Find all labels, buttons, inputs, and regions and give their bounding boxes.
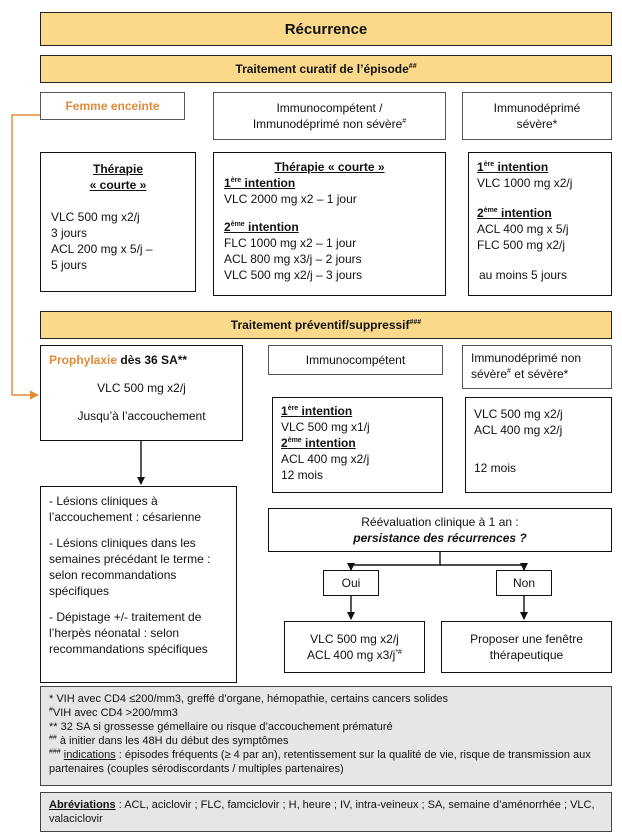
no-result-line2: thérapeutique [489, 648, 564, 662]
dep-second-intention-heading: 2ème intention [477, 206, 552, 220]
preventive-immunodepressed-box: Immunodéprimé non sévère# et sévère* [462, 345, 612, 389]
reevaluation-line1: Réévaluation clinique à 1 an : [361, 515, 519, 529]
pregnant-therapy-line1: VLC 500 mg x2/j [51, 210, 140, 224]
preventive-band: Traitement préventif/suppressif### [40, 311, 612, 339]
prev-second-intention-line1: ACL 400 mg x2/j [281, 452, 370, 466]
dep-first-intention-line1: VLC 1000 mg x2/j [477, 176, 573, 190]
curative-band: Traitement curatif de l’épisode## [40, 55, 612, 83]
pregnant-therapy-box: Thérapie « courte » VLC 500 mg x2/j 3 jo… [40, 152, 196, 292]
prev-dep-line1: VLC 500 mg x2/j [474, 407, 563, 421]
no-result-box: Proposer une fenêtre thérapeutique [441, 621, 612, 673]
prophylaxis-box: Prophylaxie dès 36 SA** VLC 500 mg x2/j … [40, 345, 243, 441]
dep-second-intention-line2: FLC 500 mg x2/j [477, 238, 566, 252]
abbreviations-text: : ACL, aciclovir ; FLC, famciclovir ; H,… [49, 799, 595, 825]
second-intention-line3: VLC 500 mg x2/j – 3 jours [224, 268, 363, 282]
abbreviations-box: Abréviations : ACL, aciclovir ; FLC, fam… [40, 792, 612, 832]
dep-second-intention-line3: au moins 5 jours [479, 268, 568, 282]
immunocompetent-therapy-box: Thérapie « courte » 1ère intention VLC 2… [213, 152, 446, 296]
immunodepressed-line1: Immunodéprimé [493, 101, 581, 115]
immunodepressed-therapy-box: 1ère intention VLC 1000 mg x2/j 2ème int… [468, 152, 612, 296]
no-label: Non [512, 576, 535, 590]
footnote-3: ** 32 SA si grossesse gémellaire ou risq… [49, 721, 393, 733]
pregnant-therapy-line4: 5 jours [51, 258, 88, 272]
footnote-5: ### indications : épisodes fréquents (≥ … [49, 748, 591, 775]
prophylaxis-line2: Jusqu’à l’accouchement [77, 409, 206, 423]
preventive-comp-therapy-box: 1ère intention VLC 500 mg x1/j 2ème inte… [272, 397, 443, 493]
abbreviations-label: Abréviations [49, 799, 116, 811]
prev-second-intention-heading: 2ème intention [281, 436, 356, 450]
second-intention-line1: FLC 1000 mg x2 – 1 jour [224, 236, 357, 250]
pregnant-therapy-title1: Thérapie [92, 162, 143, 176]
reevaluation-question: persistance des récurrences ? [353, 531, 527, 545]
delivery-note-3: - Dépistage +/- traitement de l’herpès n… [49, 610, 208, 656]
yes-result-line1: VLC 500 mg x2/j [310, 632, 399, 646]
immunocompetent-line1: Immunocompétent / [276, 101, 383, 115]
no-box: Non [496, 570, 552, 596]
title-band: Récurrence [40, 12, 612, 46]
preventive-band-label: Traitement préventif/suppressif### [230, 318, 422, 332]
dep-first-intention-heading: 1ère intention [477, 160, 549, 174]
yes-label: Oui [341, 576, 361, 590]
footnotes-box: * VIH avec CD4 ≤200/mm3, greffé d’organe… [40, 686, 612, 786]
pregnant-therapy-line2: 3 jours [51, 226, 88, 240]
pregnancy-connector [11, 114, 40, 400]
footnote-1: * VIH avec CD4 ≤200/mm3, greffé d’organe… [49, 693, 448, 705]
delivery-notes-box: - Lésions cliniques à l’accouchement : c… [40, 486, 237, 683]
footnote-2: #VIH avec CD4 >200/mm3 [49, 706, 178, 719]
prophylaxis-line1: VLC 500 mg x2/j [97, 381, 186, 395]
first-intention-line1: VLC 2000 mg x2 – 1 jour [224, 192, 357, 206]
curative-band-label: Traitement curatif de l’épisode## [235, 62, 417, 76]
preventive-immunodepressed-line1: Immunodéprimé non [471, 351, 582, 365]
prev-dep-line3: 12 mois [474, 461, 517, 475]
first-intention-heading: 1ère intention [224, 176, 296, 190]
prev-dep-line2: ACL 400 mg x2/j [474, 423, 563, 437]
preventive-immunodepressed-line2: sévère# et sévère* [471, 367, 569, 381]
second-intention-heading: 2ème intention [224, 220, 299, 234]
footnote-4: ## à initier dans les 48H du début des s… [49, 734, 289, 747]
second-intention-line2: ACL 800 mg x3/j – 2 jours [224, 252, 362, 266]
immunodepressed-box: Immunodéprimé sévère* [462, 92, 612, 140]
immunocompetent-therapy-title: Thérapie « courte » [274, 160, 385, 174]
prev-second-intention-line2: 12 mois [281, 468, 324, 482]
pregnant-woman-label: Femme enceinte [65, 99, 160, 113]
reeval-split-line-right [440, 563, 528, 571]
reevaluation-box: Réévaluation clinique à 1 an : persistan… [268, 508, 612, 552]
no-result-line1: Proposer une fenêtre [470, 632, 583, 646]
pregnant-therapy-line3: ACL 200 mg x 5/j – [51, 242, 153, 256]
delivery-note-1: - Lésions cliniques à l’accouchement : c… [49, 494, 202, 524]
page-title: Récurrence [284, 20, 368, 38]
reeval-split-line [347, 552, 441, 571]
yes-result-line2: ACL 400 mg x3/j*# [307, 648, 402, 662]
pregnant-therapy-title2: « courte » [89, 178, 147, 192]
immunocompetent-box: Immunocompétent / Immunodéprimé non sévè… [213, 92, 446, 140]
dep-second-intention-line1: ACL 400 mg x 5/j [477, 222, 569, 236]
preventive-dep-therapy-box: VLC 500 mg x2/j ACL 400 mg x2/j 12 mois [465, 397, 612, 493]
prev-first-intention-line1: VLC 500 mg x1/j [281, 420, 370, 434]
yes-box: Oui [323, 570, 379, 596]
prev-first-intention-heading: 1ère intention [281, 404, 353, 418]
delivery-note-2: - Lésions cliniques dans les semaines pr… [49, 536, 211, 598]
yes-result-box: VLC 500 mg x2/j ACL 400 mg x3/j*# [284, 621, 425, 673]
preventive-immunocompetent-box: Immunocompétent [268, 345, 443, 375]
pregnant-woman-box: Femme enceinte [40, 92, 185, 120]
preventive-immunocompetent-label: Immunocompétent [305, 353, 406, 367]
immunodepressed-line2: sévère* [516, 117, 558, 131]
prophylaxis-heading: Prophylaxie dès 36 SA** [49, 353, 188, 367]
immunocompetent-line2: Immunodéprimé non sévère# [252, 117, 407, 131]
